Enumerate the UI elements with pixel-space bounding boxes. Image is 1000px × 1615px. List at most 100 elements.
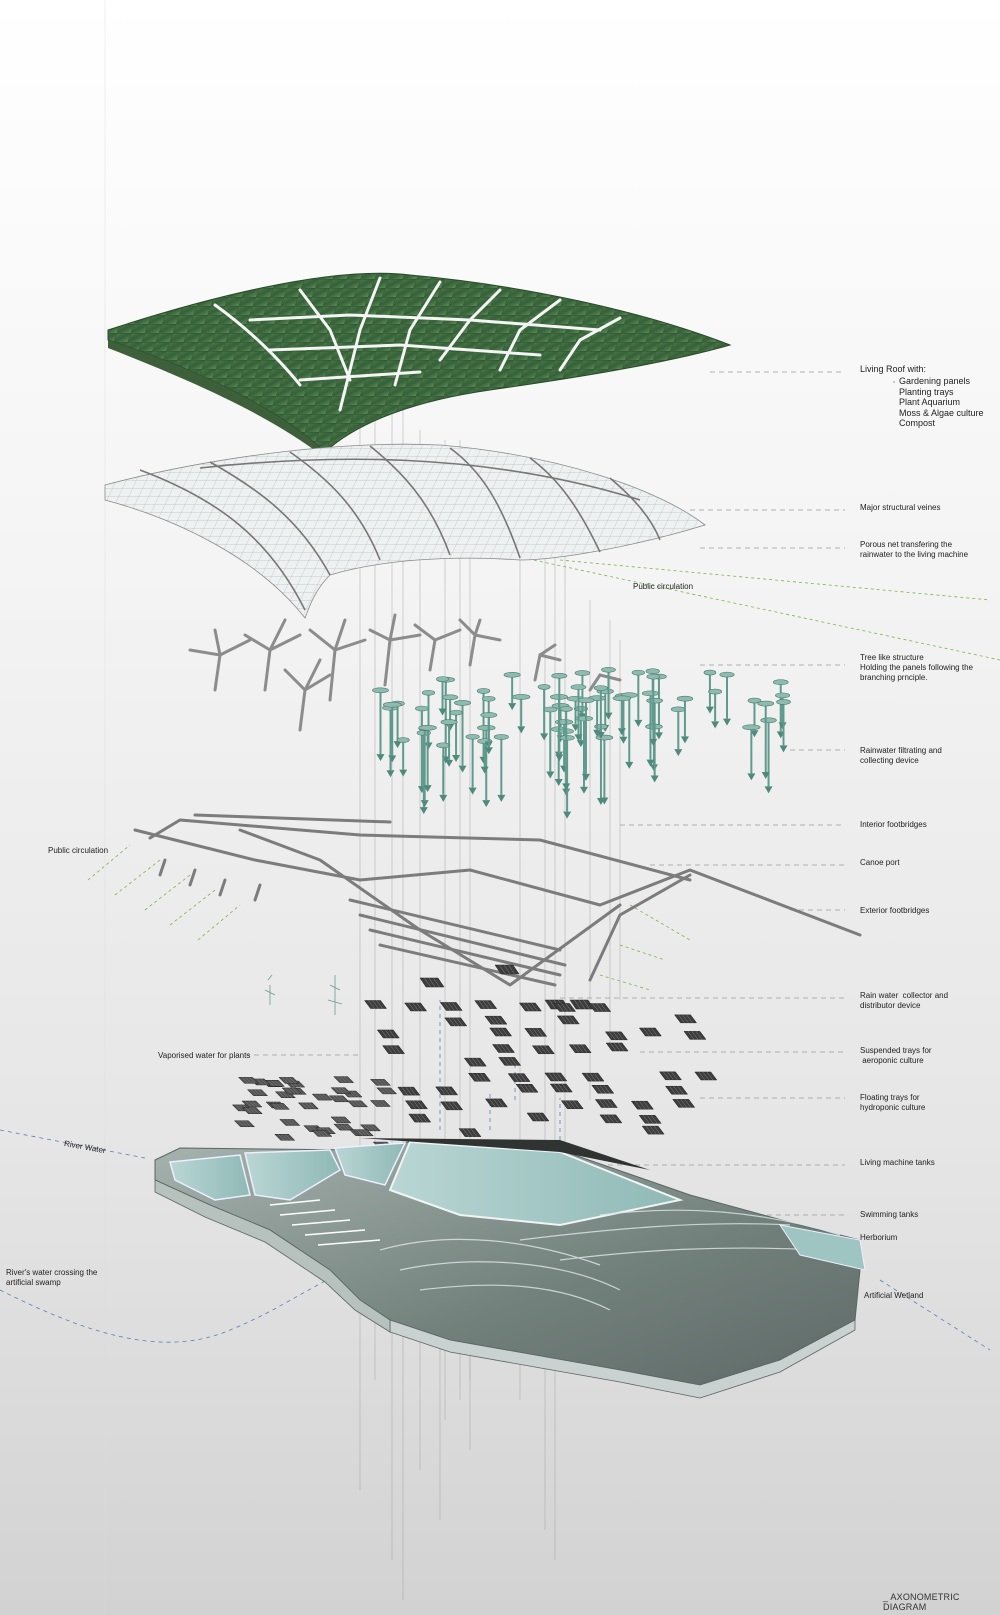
projection-lines (104, 0, 621, 1615)
filter-device (415, 705, 429, 794)
living-machine-base (154, 1138, 866, 1399)
tray (376, 1029, 400, 1039)
label-rain-collector: Rain water collector and distributor dev… (860, 991, 949, 1010)
tray (569, 999, 595, 1010)
label-swimming-tanks: Swimming tanks (860, 1210, 919, 1219)
roof-item-compost: Compost (899, 418, 936, 428)
tray (268, 1103, 290, 1110)
tray (435, 1086, 459, 1096)
label-vaporised-water: Vaporised water for plants (158, 1051, 251, 1060)
water-flow-arrows (0, 1000, 991, 1351)
tray (484, 1098, 508, 1108)
tray (376, 1087, 398, 1095)
tray (281, 1087, 303, 1095)
tray (246, 1089, 269, 1096)
tray (419, 977, 445, 988)
filter-device (776, 699, 791, 753)
filter-device (372, 687, 389, 762)
tray (330, 1087, 352, 1094)
filter-device (631, 669, 645, 727)
culture-trays (231, 964, 718, 1153)
filter-device (719, 671, 735, 726)
tray (494, 964, 520, 975)
filter-device (670, 706, 686, 757)
tray (297, 1102, 319, 1110)
tray (346, 1100, 369, 1108)
tray (672, 1099, 696, 1108)
tray (333, 1076, 355, 1083)
tray (328, 1095, 350, 1103)
filter-device (593, 685, 608, 739)
filter-device (436, 742, 451, 802)
label-exterior-footbridges: Exterior footbridges (860, 906, 930, 915)
footbridges (133, 813, 862, 987)
filter-device (512, 694, 531, 734)
tray (397, 1086, 421, 1096)
tray (556, 1015, 580, 1025)
tray (333, 1123, 355, 1131)
filter-device (612, 695, 632, 736)
roof-item-moss-algae: Moss & Algae culture (899, 407, 984, 418)
tree-structure (188, 613, 622, 732)
tray (467, 1073, 491, 1082)
tray (599, 1114, 623, 1124)
filter-device (559, 706, 573, 791)
tray (458, 1128, 482, 1137)
tray (382, 1045, 406, 1054)
label-public-circulation-left: Public circulation (48, 846, 109, 855)
tray (665, 1085, 689, 1095)
filter-device (537, 684, 551, 741)
living-roof (107, 272, 732, 458)
vaporised-water-plants (264, 974, 343, 1015)
tray (604, 1031, 628, 1041)
tray (507, 1073, 531, 1082)
tray (311, 1093, 333, 1101)
filter-device (418, 724, 437, 793)
tray (518, 1002, 542, 1012)
tray (526, 1112, 550, 1122)
tray (638, 1027, 662, 1037)
tray (364, 1000, 388, 1009)
filter-device (577, 697, 595, 781)
filter-device (641, 690, 660, 767)
label-tree-structure: Tree like structure Holding the panels f… (860, 653, 973, 682)
filter-device (382, 701, 402, 763)
filter-device (570, 684, 587, 742)
tray (404, 1002, 428, 1012)
filter-device (574, 670, 591, 721)
filter-device (465, 733, 480, 795)
tray (498, 1057, 522, 1066)
tray (630, 1100, 654, 1110)
tray (440, 1101, 464, 1111)
tray (492, 1044, 516, 1053)
label-floating-trays: Floating trays for hydroponic culture (860, 1093, 926, 1112)
filter-device (760, 717, 777, 794)
label-rivers-water-crossing: River's water crossing the artificial sw… (6, 1268, 98, 1287)
tray (241, 1107, 263, 1114)
tray (594, 1099, 618, 1108)
roof-item-plant-aquarium: Plant Aquarium (899, 397, 961, 407)
tray (330, 1116, 352, 1124)
roof-item-planting-trays: Planting trays (899, 386, 954, 397)
tray (683, 1031, 707, 1040)
tray (279, 1119, 301, 1126)
tray (658, 1071, 682, 1081)
filter-device (480, 712, 498, 755)
roof-item-gardening-panels: Gardening panels (899, 376, 971, 386)
circulation-arrows (87, 539, 1000, 991)
tray (369, 1100, 391, 1107)
label-porous-net: Porous net transfering the rainwater to … (860, 540, 969, 559)
filter-device (543, 706, 558, 779)
tray (568, 1044, 592, 1053)
tray (549, 1083, 573, 1093)
tray (591, 1085, 615, 1094)
tray (605, 1042, 629, 1052)
rainwater-filtrating-devices (372, 666, 791, 819)
label-interior-footbridges: Interior footbridges (860, 820, 927, 829)
tray (311, 1130, 333, 1137)
filter-device (772, 679, 789, 739)
filter-device (493, 734, 509, 802)
filter-device (601, 666, 616, 720)
tray (408, 1113, 432, 1123)
